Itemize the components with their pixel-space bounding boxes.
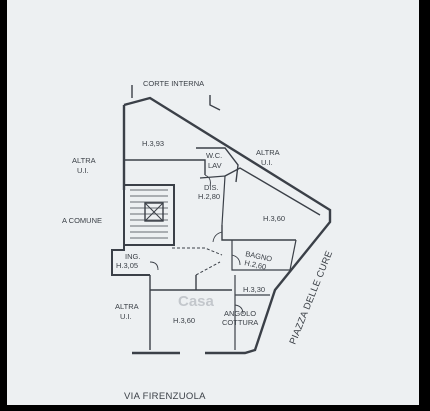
wall-upper-room bbox=[124, 159, 206, 175]
court-wall bbox=[131, 85, 221, 111]
label-via-firenzuola: VIA FIRENZUOLA bbox=[124, 391, 206, 402]
window-marks bbox=[118, 196, 308, 355]
wall-bottom-room bbox=[149, 275, 232, 350]
label-h360-right: H.3,60 bbox=[263, 214, 285, 223]
stair-steps bbox=[130, 189, 168, 239]
watermark-logo: Casa bbox=[178, 293, 215, 310]
label-h260: H.2,60 bbox=[244, 258, 267, 271]
label-wc: W.C. bbox=[206, 151, 222, 160]
label-altra-ui-bottom-2: U.I. bbox=[120, 312, 132, 321]
label-angolo: ANGOLO bbox=[224, 309, 256, 318]
outer-wall-main bbox=[122, 96, 332, 355]
paper-sheet bbox=[7, 0, 419, 405]
label-ing: ING. bbox=[125, 252, 140, 261]
stair-cross bbox=[144, 202, 164, 222]
label-lav: LAV bbox=[208, 161, 222, 170]
label-corte-interna: CORTE INTERNA bbox=[143, 79, 204, 88]
label-a-comune: A COMUNE bbox=[62, 216, 102, 225]
label-h330: H.3,30 bbox=[243, 285, 265, 294]
stairwell-box bbox=[123, 184, 175, 246]
label-h360-bottom: H.3,60 bbox=[173, 316, 195, 325]
label-altra-ui-top-right-2: U.I. bbox=[261, 158, 273, 167]
label-h305: H.3,05 bbox=[116, 261, 138, 270]
label-dis: DIS. bbox=[204, 183, 219, 192]
corridor-dashed bbox=[172, 247, 223, 276]
label-h280: H.2,80 bbox=[198, 192, 220, 201]
door-arcs bbox=[149, 174, 244, 315]
label-altra-ui-left-2: U.I. bbox=[77, 166, 89, 175]
wall-cottura bbox=[234, 275, 270, 350]
label-altra-ui-top-right: ALTRA bbox=[256, 148, 280, 157]
label-altra-ui-bottom: ALTRA bbox=[115, 302, 139, 311]
label-cottura: COTTURA bbox=[222, 318, 258, 327]
stair-landing bbox=[144, 202, 164, 222]
wall-room-right bbox=[221, 167, 321, 241]
label-h393: H.3,93 bbox=[142, 139, 164, 148]
label-altra-ui-left: ALTRA bbox=[72, 156, 96, 165]
wall-wc bbox=[196, 147, 239, 183]
